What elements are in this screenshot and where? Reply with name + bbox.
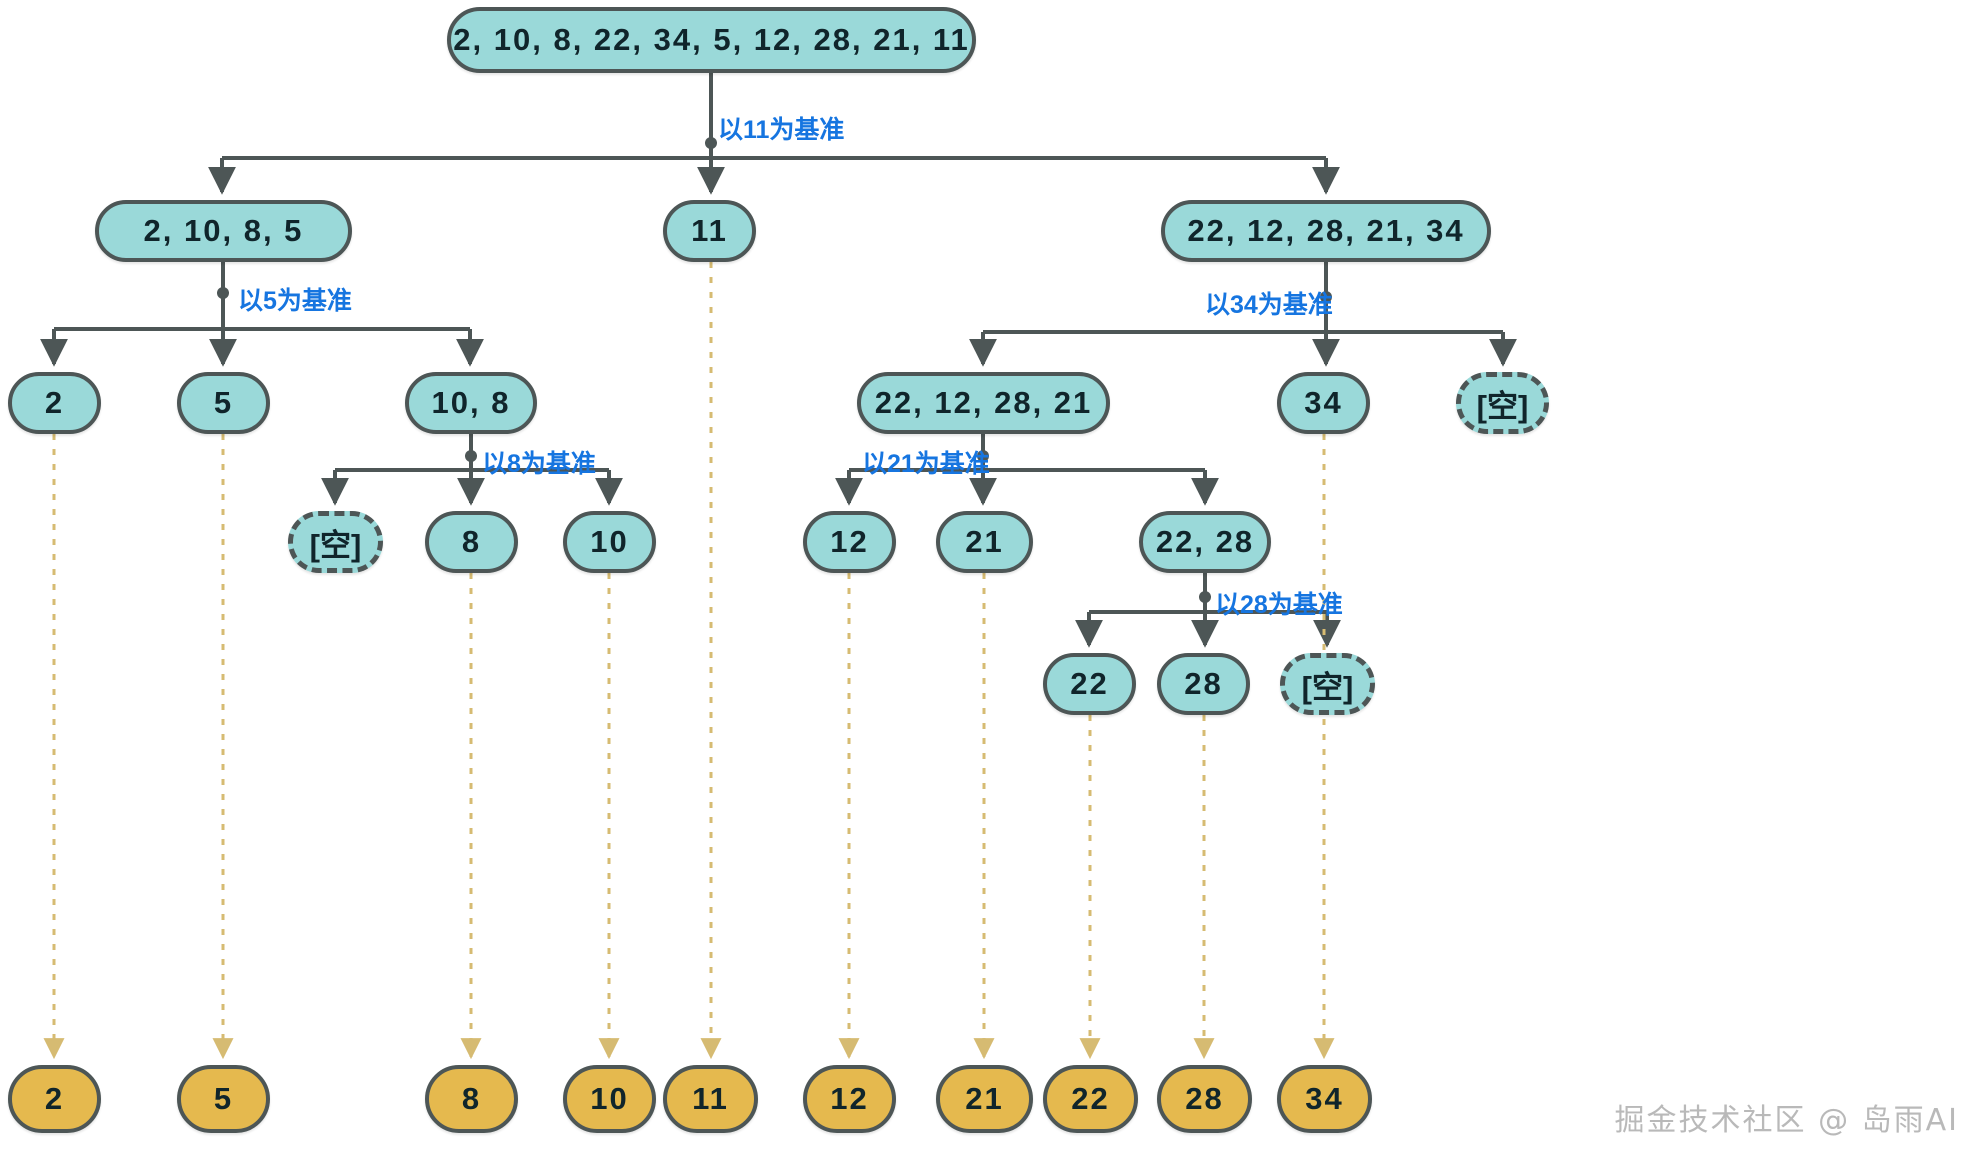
node-result-21[interactable]: 21 bbox=[936, 1065, 1033, 1133]
node-result-8[interactable]: 8 bbox=[425, 1065, 518, 1133]
node-result-34[interactable]: 34 bbox=[1277, 1065, 1372, 1133]
node-leaf-2[interactable]: 2 bbox=[8, 372, 101, 434]
node-result-11[interactable]: 11 bbox=[663, 1065, 758, 1133]
node-empty-left-8[interactable]: [空] bbox=[288, 511, 383, 573]
pivot-label-8: 以8为基准 bbox=[482, 450, 596, 478]
pivot-label-21: 以21为基准 bbox=[862, 450, 990, 478]
node-leaf-22[interactable]: 22 bbox=[1043, 653, 1136, 715]
node-partition-22-12-28-21[interactable]: 22, 12, 28, 21 bbox=[857, 372, 1110, 434]
node-leaf-10[interactable]: 10 bbox=[563, 511, 656, 573]
node-result-28[interactable]: 28 bbox=[1157, 1065, 1252, 1133]
node-result-22[interactable]: 22 bbox=[1043, 1065, 1138, 1133]
node-partition-10-8[interactable]: 10, 8 bbox=[405, 372, 537, 434]
node-leaf-12[interactable]: 12 bbox=[803, 511, 896, 573]
node-pivot-34[interactable]: 34 bbox=[1277, 372, 1370, 434]
node-result-12[interactable]: 12 bbox=[803, 1065, 896, 1133]
node-partition-left-1[interactable]: 2, 10, 8, 5 bbox=[95, 200, 352, 262]
node-pivot-28[interactable]: 28 bbox=[1157, 653, 1250, 715]
node-result-2[interactable]: 2 bbox=[8, 1065, 101, 1133]
node-partition-22-28[interactable]: 22, 28 bbox=[1139, 511, 1271, 573]
pivot-label-28: 以28为基准 bbox=[1215, 591, 1343, 619]
pivot-label-5: 以5为基准 bbox=[238, 287, 352, 315]
pivot-label-11: 以11为基准 bbox=[718, 116, 845, 144]
node-result-10[interactable]: 10 bbox=[563, 1065, 656, 1133]
node-pivot-21[interactable]: 21 bbox=[936, 511, 1033, 573]
node-partition-right-1[interactable]: 22, 12, 28, 21, 34 bbox=[1161, 200, 1491, 262]
node-result-5[interactable]: 5 bbox=[177, 1065, 270, 1133]
watermark: 掘金技术社区 @ 岛雨AI bbox=[1614, 1103, 1959, 1138]
node-pivot-8[interactable]: 8 bbox=[425, 511, 518, 573]
node-empty-right-34[interactable]: [空] bbox=[1456, 372, 1549, 434]
node-empty-right-28[interactable]: [空] bbox=[1280, 653, 1375, 715]
pivot-label-34: 以34为基准 bbox=[1205, 291, 1333, 319]
node-root[interactable]: 2, 10, 8, 22, 34, 5, 12, 28, 21, 11 bbox=[447, 7, 976, 73]
node-pivot-11[interactable]: 11 bbox=[663, 200, 756, 262]
node-pivot-5[interactable]: 5 bbox=[177, 372, 270, 434]
